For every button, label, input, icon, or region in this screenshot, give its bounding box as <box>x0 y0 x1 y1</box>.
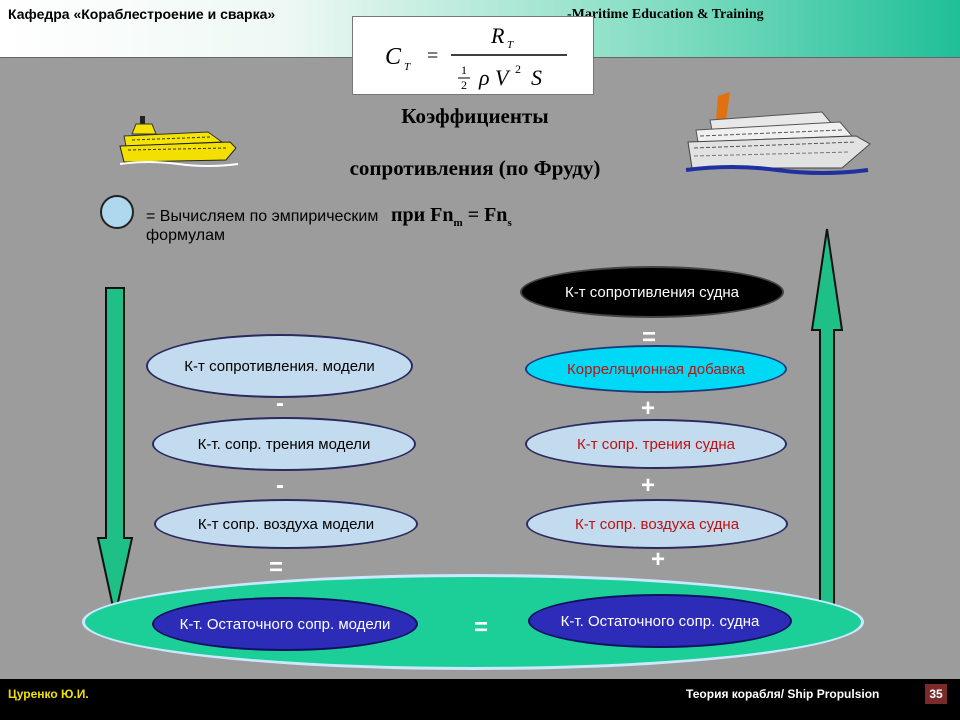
department-title: Кафедра «Кораблестроение и сварка» <box>8 6 276 22</box>
condition-sub-ship: s <box>507 217 512 229</box>
equals-operator: = <box>474 614 489 641</box>
legend-text: = Вычисляем по эмпирическим формулам <box>146 208 379 244</box>
cruise-ship-icon <box>685 92 871 175</box>
formula-numerator-sub: T <box>507 39 514 51</box>
model-total-resistance: К-т сопротивления. модели <box>146 334 413 398</box>
yellow-ferry-icon <box>119 116 239 167</box>
formula-half-bottom: 2 <box>461 78 467 92</box>
model-residual-resistance: К-т. Остаточного сопр. модели <box>152 597 418 651</box>
footer-bar <box>0 679 960 720</box>
header-meta: -Maritime Education & Training <box>567 7 764 22</box>
plus-operator: + <box>641 472 656 499</box>
plus-operator: + <box>651 546 666 573</box>
equals-operator: = <box>642 324 657 351</box>
formula-half-top: 1 <box>461 63 467 77</box>
footer-course: Теория корабля/ Ship Propulsion <box>686 687 880 701</box>
formula-equals: = <box>427 45 438 67</box>
ship-friction-resistance: К-т сопр. трения судна <box>525 419 787 469</box>
legend-circle-icon <box>100 195 134 229</box>
page-number: 35 <box>925 684 947 704</box>
formula-box: C T = R T 1 2 ρ V 2 S <box>352 16 594 95</box>
minus-operator: - <box>276 472 284 499</box>
formula-lhs: C <box>385 44 402 70</box>
formula-area: S <box>531 65 542 90</box>
equals-operator: = <box>269 554 284 581</box>
froude-condition: при Fnm = Fns <box>391 204 512 229</box>
condition-sub-model: m <box>453 217 463 229</box>
ship-total-resistance: К-т сопротивления судна <box>520 266 784 318</box>
formula-numerator: R <box>490 23 505 48</box>
formula-rho: ρ <box>478 65 490 90</box>
condition-equals: = Fn <box>462 204 508 226</box>
minus-operator: - <box>276 390 284 417</box>
formula-velocity: V <box>495 65 511 90</box>
formula-svg: C T = R T 1 2 ρ V 2 S <box>385 23 567 92</box>
condition-prefix: при Fn <box>391 204 454 226</box>
correlation-allowance: Корреляционная добавка <box>525 345 787 393</box>
formula-lhs-sub: T <box>404 61 411 73</box>
up-arrow-icon <box>810 228 844 634</box>
ship-residual-resistance: К-т. Остаточного сопр. судна <box>528 594 792 648</box>
model-air-resistance: К-т сопр. воздуха модели <box>154 499 418 549</box>
slide-title-line2: сопротивления (по Фруду) <box>349 156 601 180</box>
ship-air-resistance: К-т сопр. воздуха судна <box>526 499 788 549</box>
down-arrow-icon <box>96 287 134 617</box>
model-friction-resistance: К-т. сопр. трения модели <box>152 417 416 471</box>
footer-author: Цуренко Ю.И. <box>8 687 89 701</box>
formula-exponent: 2 <box>515 62 521 76</box>
slide-title-line1: Коэффициенты <box>401 104 549 128</box>
plus-operator: + <box>641 395 656 422</box>
